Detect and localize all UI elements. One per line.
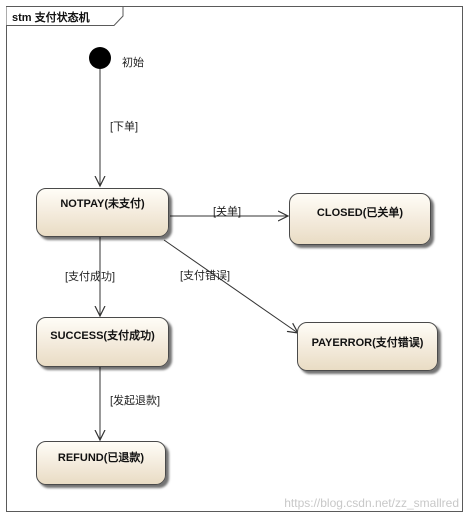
initial-node — [89, 47, 111, 69]
initial-label: 初始 — [122, 57, 144, 69]
state-refund[interactable]: REFUND(已退款) — [36, 441, 166, 485]
watermark-text: https://blog.csdn.net/zz_smallred — [284, 496, 459, 510]
state-machine-frame — [6, 6, 463, 512]
frame-tab-outline — [6, 6, 124, 26]
frame-title: stm 支付状态机 — [12, 12, 90, 24]
state-payerror-label: PAYERROR(支付错误) — [311, 337, 424, 349]
state-success[interactable]: SUCCESS(支付成功) — [36, 317, 169, 367]
state-payerror[interactable]: PAYERROR(支付错误) — [297, 322, 438, 371]
state-closed-label: CLOSED(已关单) — [316, 207, 404, 219]
state-success-label: SUCCESS(支付成功) — [50, 330, 155, 342]
transition-label-pay-success: [支付成功] — [65, 271, 116, 283]
transition-label-close: [关单] — [213, 206, 242, 218]
state-notpay-label: NOTPAY(未支付) — [60, 198, 145, 210]
transition-label-order: [下单] — [110, 121, 139, 133]
state-closed[interactable]: CLOSED(已关单) — [289, 193, 431, 245]
state-notpay[interactable]: NOTPAY(未支付) — [36, 188, 169, 237]
transition-label-pay-error: [支付错误] — [180, 270, 231, 282]
edge-notpay-to-payerror — [163, 239, 298, 333]
transition-label-refund: [发起退款] — [110, 395, 161, 407]
state-refund-label: REFUND(已退款) — [57, 452, 145, 464]
